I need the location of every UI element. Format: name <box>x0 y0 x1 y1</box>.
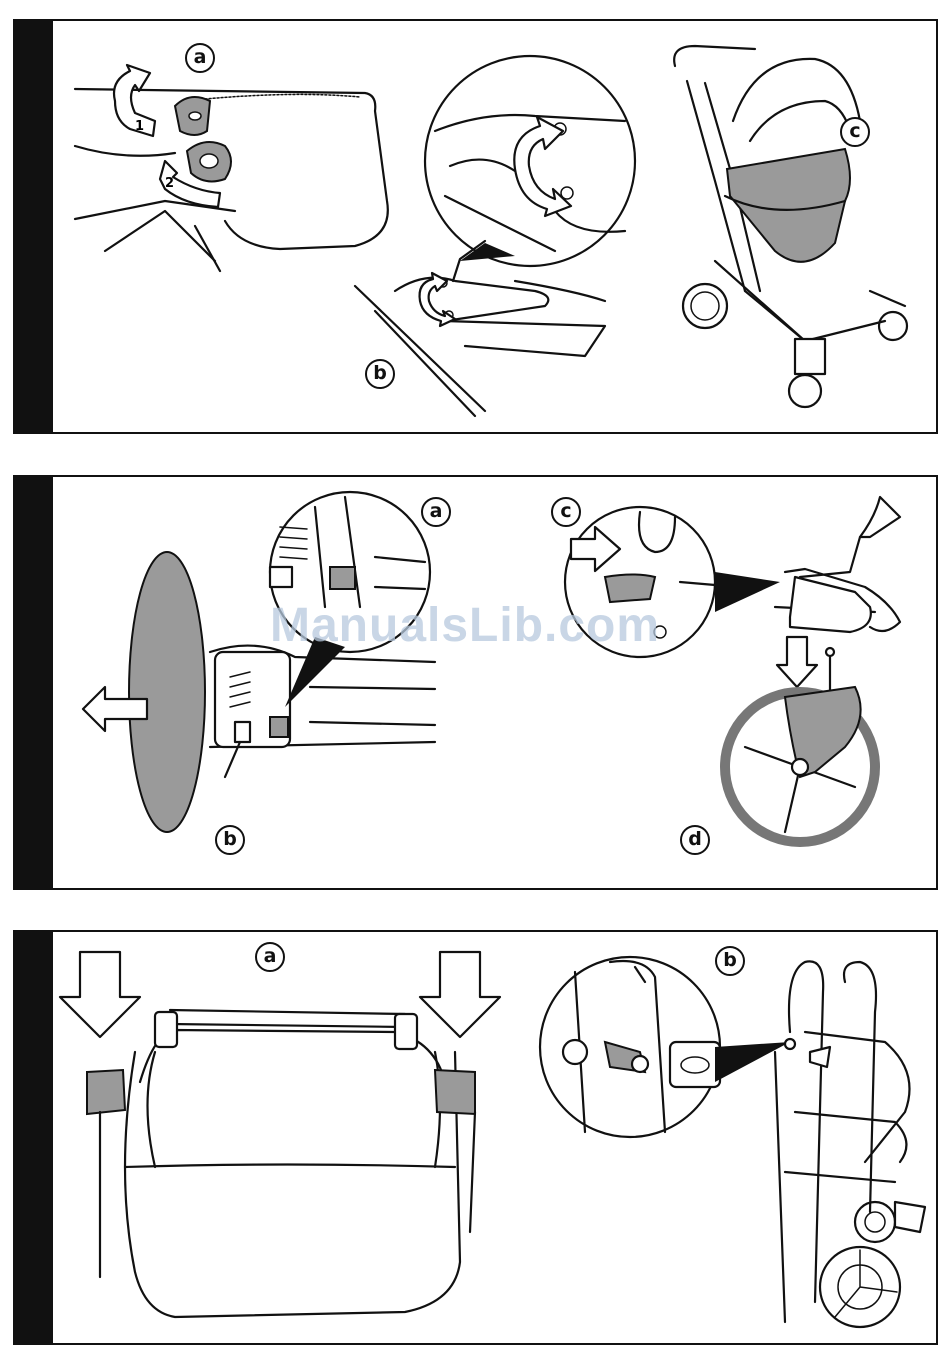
step-label-c: c <box>551 497 581 527</box>
step-label-b: b <box>215 825 245 855</box>
frame-mount-drawing <box>355 273 605 416</box>
wheel-removal-illustration <box>15 477 940 892</box>
fold-lock-magnifier <box>540 957 790 1137</box>
hood-clip-detail <box>75 65 388 271</box>
step-panel-1: a b c 1 2 <box>13 19 938 434</box>
step-label-d: d <box>680 825 710 855</box>
step-label-a: a <box>255 942 285 972</box>
step-label-c: c <box>840 117 870 147</box>
step-label-b: b <box>715 946 745 976</box>
clip-rotate-magnifier <box>425 56 635 281</box>
callout-number-1: 1 <box>135 119 144 134</box>
callout-number-2: 2 <box>165 176 174 191</box>
step-panel-3: a b <box>13 930 938 1345</box>
fold-illustration <box>15 932 940 1347</box>
step-label-a: a <box>185 43 215 73</box>
stroller-with-carrycot <box>674 46 907 407</box>
watermark-text: ManualsLib.com <box>270 598 700 653</box>
step-panel-2: a b c d <box>13 475 938 890</box>
carrycot-attach-illustration <box>15 21 940 436</box>
step-label-a: a <box>421 497 451 527</box>
carrycot-release-buttons <box>60 952 500 1347</box>
rear-wheel <box>83 552 435 832</box>
front-wheel-assembly <box>725 497 900 842</box>
folded-stroller <box>775 961 925 1327</box>
step-label-b: b <box>365 359 395 389</box>
